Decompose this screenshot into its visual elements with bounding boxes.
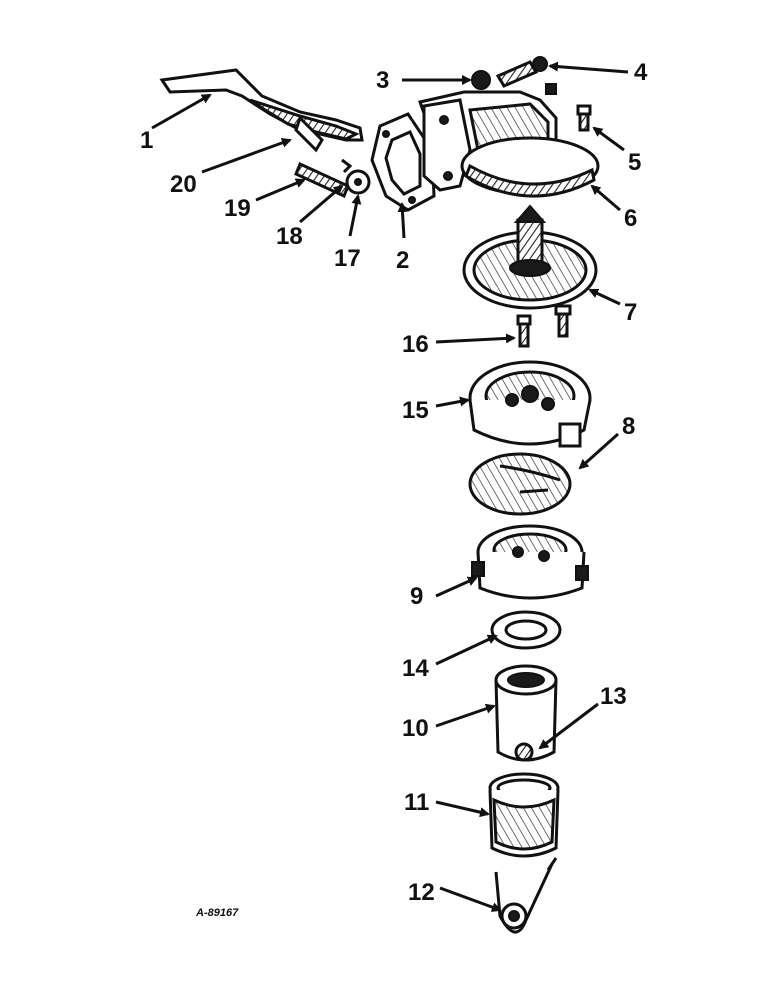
- bowl-part: [488, 772, 560, 858]
- callout-4: 4: [634, 59, 648, 86]
- filter-screen-part: [468, 452, 572, 516]
- valve-screws-part: [516, 304, 572, 348]
- leader-17: [348, 194, 362, 237]
- leader-10: [435, 703, 496, 728]
- leader-6: [590, 184, 621, 212]
- nut-part: [471, 70, 491, 90]
- callout-5: 5: [628, 149, 641, 176]
- callout-14: 14: [402, 655, 429, 682]
- diaphragm-part: [462, 204, 598, 310]
- gasket-part: [370, 112, 436, 212]
- callout-19: 19: [224, 195, 251, 222]
- leader-12: [439, 886, 502, 912]
- bowl-spring-part: [514, 742, 534, 762]
- upper-body-part: [418, 83, 600, 198]
- callout-10: 10: [402, 715, 429, 742]
- leader-14: [435, 634, 498, 666]
- callout-7: 7: [624, 299, 637, 326]
- callout-15: 15: [402, 397, 429, 424]
- washer-part: [345, 169, 371, 195]
- callout-8: 8: [622, 413, 635, 440]
- leader-5: [592, 126, 625, 152]
- callout-1: 1: [140, 127, 153, 154]
- retainer-clip-part: [341, 158, 353, 174]
- callout-6: 6: [624, 205, 637, 232]
- callout-18: 18: [276, 223, 303, 250]
- bowl-bail-part: [494, 857, 558, 934]
- callout-20: 20: [170, 171, 197, 198]
- sealing-ring-part: [490, 610, 562, 650]
- leader-16: [435, 333, 516, 344]
- cap-screw-part: [495, 56, 548, 88]
- leader-15: [435, 396, 470, 408]
- leader-18: [299, 184, 344, 224]
- leader-4: [548, 61, 629, 74]
- callout-labels: 1 20 19 18 17 2 3 4 5 6 7 16 15 8 9 14 1…: [140, 59, 648, 906]
- leader-1: [151, 93, 212, 130]
- valve-housing-part: [468, 360, 592, 448]
- lower-body-part: [471, 524, 589, 600]
- callout-9: 9: [410, 583, 423, 610]
- leader-lines: [151, 61, 629, 912]
- drawing-code: A-89167: [195, 907, 239, 919]
- callout-2: 2: [396, 247, 409, 274]
- leader-19: [255, 178, 306, 202]
- callout-12: 12: [408, 879, 435, 906]
- callout-3: 3: [376, 67, 389, 94]
- callout-16: 16: [402, 331, 429, 358]
- callout-17: 17: [334, 245, 361, 272]
- cover-screw-part: [576, 104, 592, 132]
- callout-13: 13: [600, 683, 627, 710]
- leader-7: [588, 288, 621, 306]
- leader-13: [538, 702, 599, 750]
- leader-8: [578, 432, 620, 470]
- leader-20: [201, 138, 292, 174]
- leader-9: [435, 576, 478, 598]
- callout-11: 11: [404, 789, 429, 816]
- leader-2: [397, 202, 408, 239]
- leader-11: [435, 800, 490, 818]
- rocker-arm-part: [159, 68, 364, 153]
